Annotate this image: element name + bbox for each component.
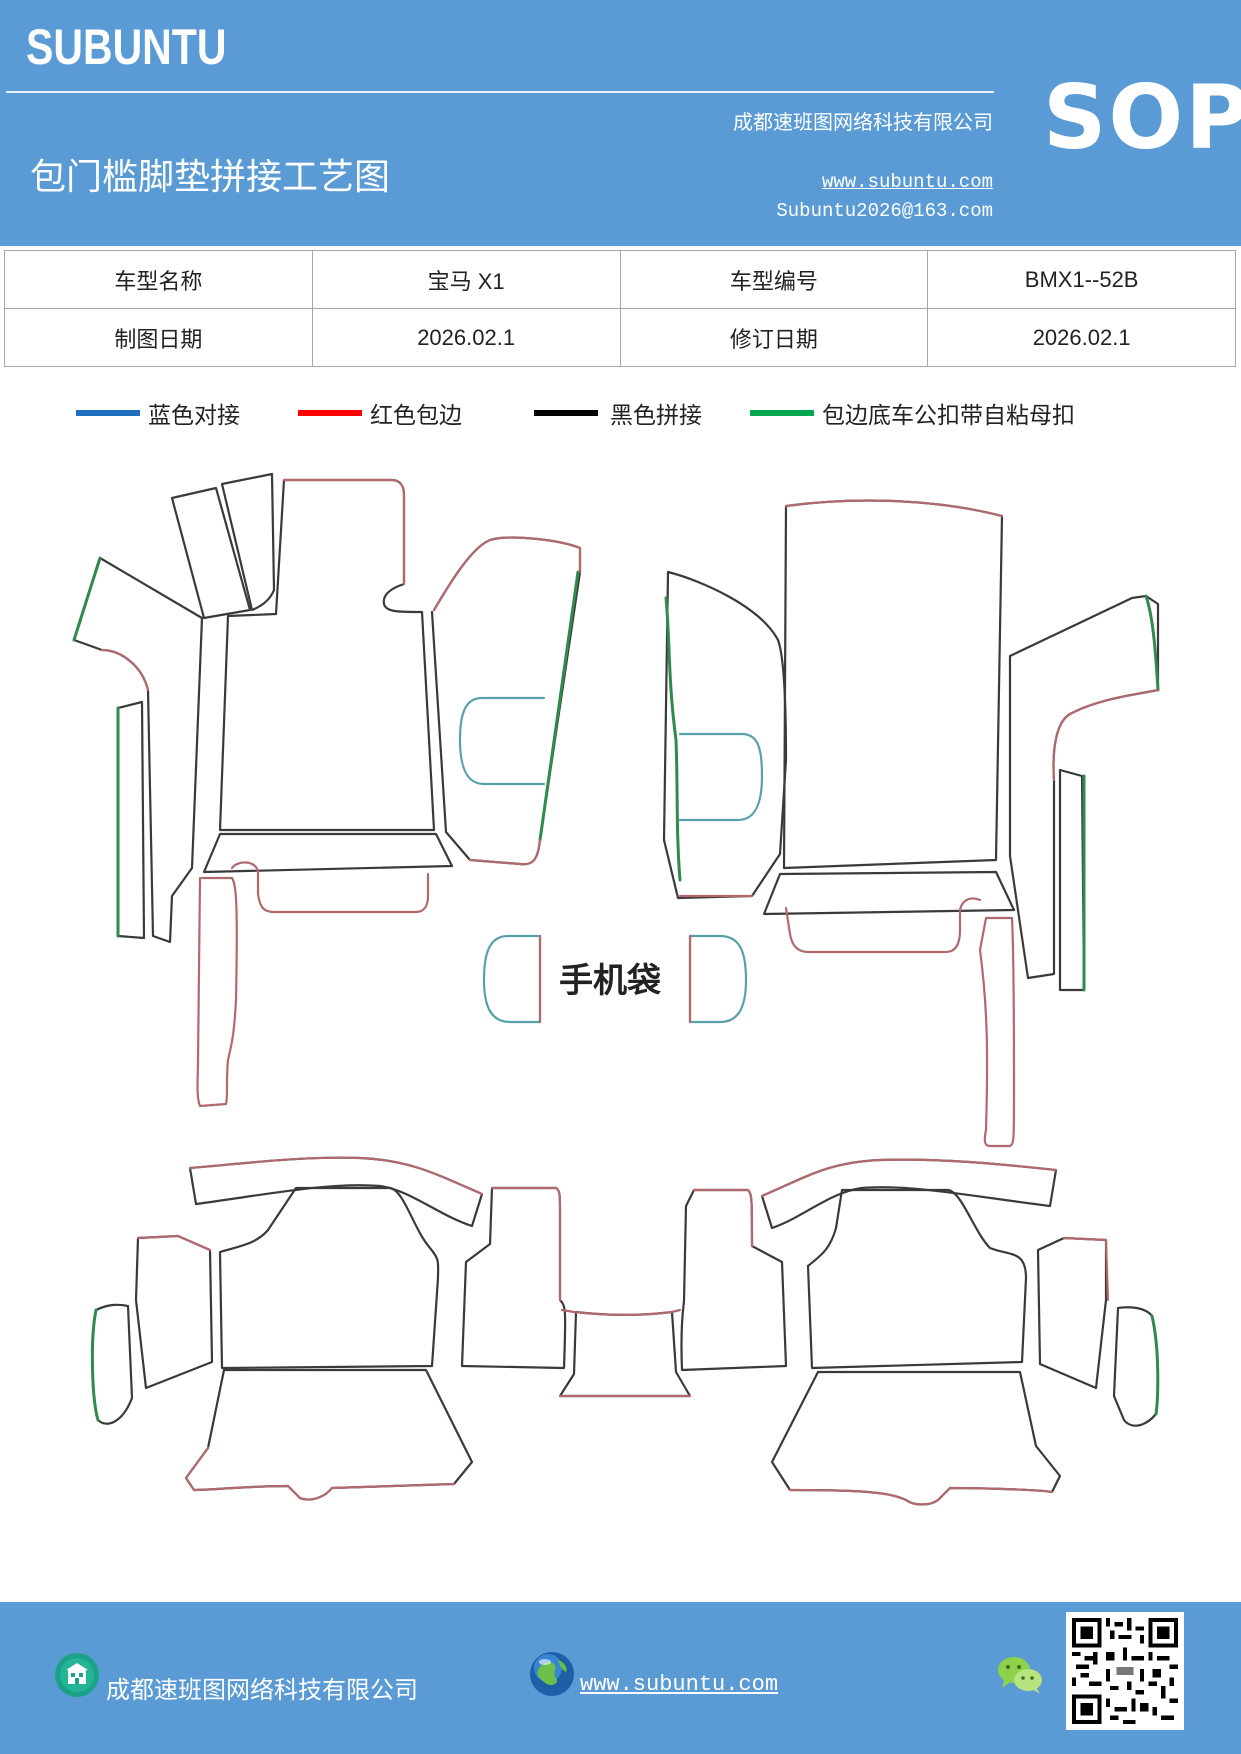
- rear-right-tunnel-side: [680, 1188, 788, 1372]
- rear-right-footwell-trim: [788, 1486, 1054, 1506]
- model-code-value: BMX1--52B: [927, 250, 1236, 309]
- legend-label: 包边底车公扣带自粘母扣: [822, 403, 1075, 429]
- table-row: 制图日期 2026.02.1 修订日期 2026.02.1: [4, 308, 1236, 367]
- front-left-heel-tab: [230, 861, 430, 914]
- info-table: 车型名称 宝马 X1 车型编号 BMX1--52B 制图日期 2026.02.1…: [4, 250, 1236, 367]
- rear-right-tunnel-side-trim: [692, 1188, 754, 1248]
- front-right-side-flap-trim: [1052, 688, 1160, 782]
- table-row: 车型名称 宝马 X1 车型编号 BMX1--52B: [4, 250, 1236, 309]
- legend-item-green: 包边底车公扣带自粘母扣: [750, 396, 1075, 430]
- rear-right-edge-piece-hook-edge: [1150, 1314, 1160, 1416]
- front-left-door-panel: [430, 536, 582, 866]
- front-left-pedal-2: [220, 472, 276, 612]
- front-right-door-panel: [662, 570, 788, 900]
- rear-left-top-strip: [188, 1156, 484, 1228]
- rear-right-seat-base: [806, 1188, 1028, 1370]
- rear-right-top-strip: [760, 1158, 1058, 1230]
- front-left-main-trim: [282, 478, 406, 586]
- front-left-pedal-1: [170, 486, 252, 620]
- legend-label: 蓝色对接: [148, 403, 240, 429]
- rear-right-mat: [680, 1158, 1160, 1506]
- rear-left-footwell-trim: [184, 1446, 456, 1501]
- rear-left-footwell: [184, 1368, 474, 1501]
- front-left-sill-strip: [116, 700, 146, 940]
- footer-company: 成都速班图网络科技有限公司: [106, 1676, 418, 1704]
- rear-left-top-strip-trim: [188, 1156, 484, 1196]
- rear-left-tunnel-side-trim: [490, 1186, 562, 1302]
- qr-code: [1066, 1612, 1184, 1730]
- wechat-icon: [998, 1657, 1042, 1694]
- rear-left-side-panel: [134, 1234, 214, 1390]
- draw-date-label: 制图日期: [4, 308, 313, 367]
- front-right-main-trim: [784, 499, 1004, 518]
- front-right-door-panel-hook-edge: [664, 596, 682, 882]
- header-website-link[interactable]: www.subuntu.com: [821, 171, 993, 193]
- front-left-long-strip: [196, 876, 238, 1108]
- front-right-heel-tab: [784, 897, 982, 954]
- draw-date-value: 2026.02.1: [311, 308, 621, 367]
- front-left-side-flap: [72, 556, 204, 944]
- legend-swatch-blue: [76, 410, 140, 416]
- legend-item-blue: 蓝色对接: [76, 396, 240, 430]
- building-icon: [55, 1653, 99, 1697]
- rear-left-seat-base: [218, 1186, 440, 1370]
- front-left-door-panel-trim: [432, 536, 582, 612]
- front-right-side-flap-hook-edge: [1144, 594, 1160, 692]
- brand-logo: SUBUNTU: [26, 19, 227, 75]
- rear-left-edge-piece-hook-edge: [90, 1308, 100, 1422]
- legend-label: 黑色拼接: [610, 403, 702, 429]
- rear-right-top-strip-trim: [760, 1158, 1058, 1198]
- footer-website-link[interactable]: www.subuntu.com: [580, 1672, 779, 1697]
- rear-left-mat: [90, 1156, 567, 1501]
- front-left-mat: [72, 472, 582, 1108]
- rear-right-footwell: [770, 1370, 1062, 1506]
- legend: 蓝色对接 红色包边 黑色拼接 包边底车公扣带自粘母扣: [0, 396, 1241, 444]
- header-company: 成都速班图网络科技有限公司: [733, 110, 993, 134]
- front-right-mat: [662, 499, 1160, 1148]
- front-left-door-panel-bottom-trim: [468, 838, 542, 866]
- rear-right-side-panel: [1036, 1236, 1108, 1390]
- footer-banner: 成都速班图网络科技有限公司 www.subuntu.com: [0, 1602, 1241, 1754]
- globe-icon: [530, 1652, 574, 1696]
- rear-center-tunnel: [558, 1310, 692, 1398]
- legend-label: 红色包边: [370, 403, 462, 429]
- rear-left-side-panel-trim: [136, 1234, 212, 1252]
- front-left-bottom-band: [202, 832, 454, 874]
- front-right-bottom-band: [762, 870, 1016, 916]
- front-left-door-panel-hook-edge: [538, 570, 580, 842]
- front-right-phone-pocket-outline: [678, 732, 764, 822]
- mat-splicing-diagram: 手机袋: [72, 472, 1160, 1506]
- header-email: Subuntu2026@163.com: [776, 200, 993, 222]
- header-banner: SUBUNTU 成都速班图网络科技有限公司 包门槛脚垫拼接工艺图 www.sub…: [0, 0, 1241, 246]
- revise-date-value: 2026.02.1: [927, 308, 1236, 367]
- rear-left-edge-piece: [91, 1303, 134, 1425]
- front-right-long-strip: [978, 916, 1016, 1148]
- rear-center-tunnel-top-trim: [560, 1308, 682, 1317]
- phone-bag-left-piece: [482, 934, 542, 1024]
- rear-left-tunnel-side: [460, 1186, 567, 1370]
- front-left-phone-pocket-outline: [458, 696, 546, 786]
- model-name-value: 宝马 X1: [311, 250, 621, 309]
- rear-right-edge-piece: [1112, 1306, 1159, 1427]
- front-right-main-body: [782, 499, 1004, 870]
- legend-swatch-black: [534, 410, 598, 416]
- rear-right-side-panel-trim: [1062, 1236, 1110, 1302]
- phone-bag-label: 手机袋: [559, 961, 661, 1001]
- model-code-label: 车型编号: [619, 250, 929, 309]
- revise-date-label: 修订日期: [619, 308, 929, 367]
- header-divider: [6, 91, 994, 93]
- front-left-side-flap-hook-edge: [72, 556, 102, 642]
- front-right-sill-strip: [1058, 768, 1086, 992]
- legend-item-red: 红色包边: [298, 396, 462, 430]
- phone-bag-right-piece: [688, 934, 748, 1024]
- model-name-label: 车型名称: [4, 250, 313, 309]
- page-title: 包门槛脚垫拼接工艺图: [30, 157, 391, 198]
- front-left-side-flap-trim: [100, 648, 150, 692]
- sop-badge: SOP: [1043, 66, 1241, 169]
- legend-swatch-green: [750, 410, 814, 416]
- legend-item-black: 黑色拼接: [534, 396, 702, 430]
- front-left-main-body: [218, 478, 436, 832]
- legend-swatch-red: [298, 410, 362, 416]
